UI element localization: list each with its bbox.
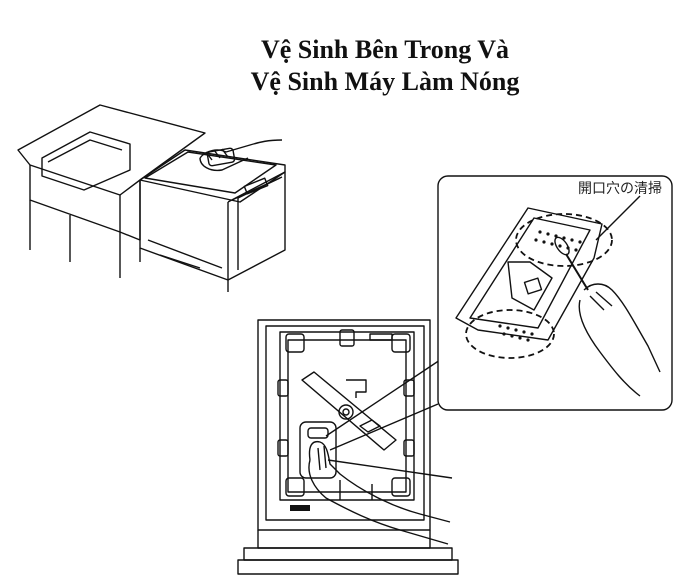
- page-title: Vệ Sinh Bên Trong Và Vệ Sinh Máy Làm Nón…: [0, 34, 700, 98]
- hand-reaching: [308, 440, 451, 545]
- kitchen-counter: [17, 104, 206, 278]
- callout-box: [437, 175, 673, 411]
- hand-wiping: [199, 139, 283, 172]
- title-line-1: Vệ Sinh Bên Trong Và: [260, 35, 510, 64]
- interior-panel: [237, 319, 459, 575]
- callout-label: 開口穴の清掃: [578, 181, 662, 197]
- dishwasher-drawer: [139, 149, 286, 292]
- title-line-2: Vệ Sinh Máy Làm Nóng: [250, 67, 520, 96]
- mesh-holes-bottom: [498, 324, 534, 342]
